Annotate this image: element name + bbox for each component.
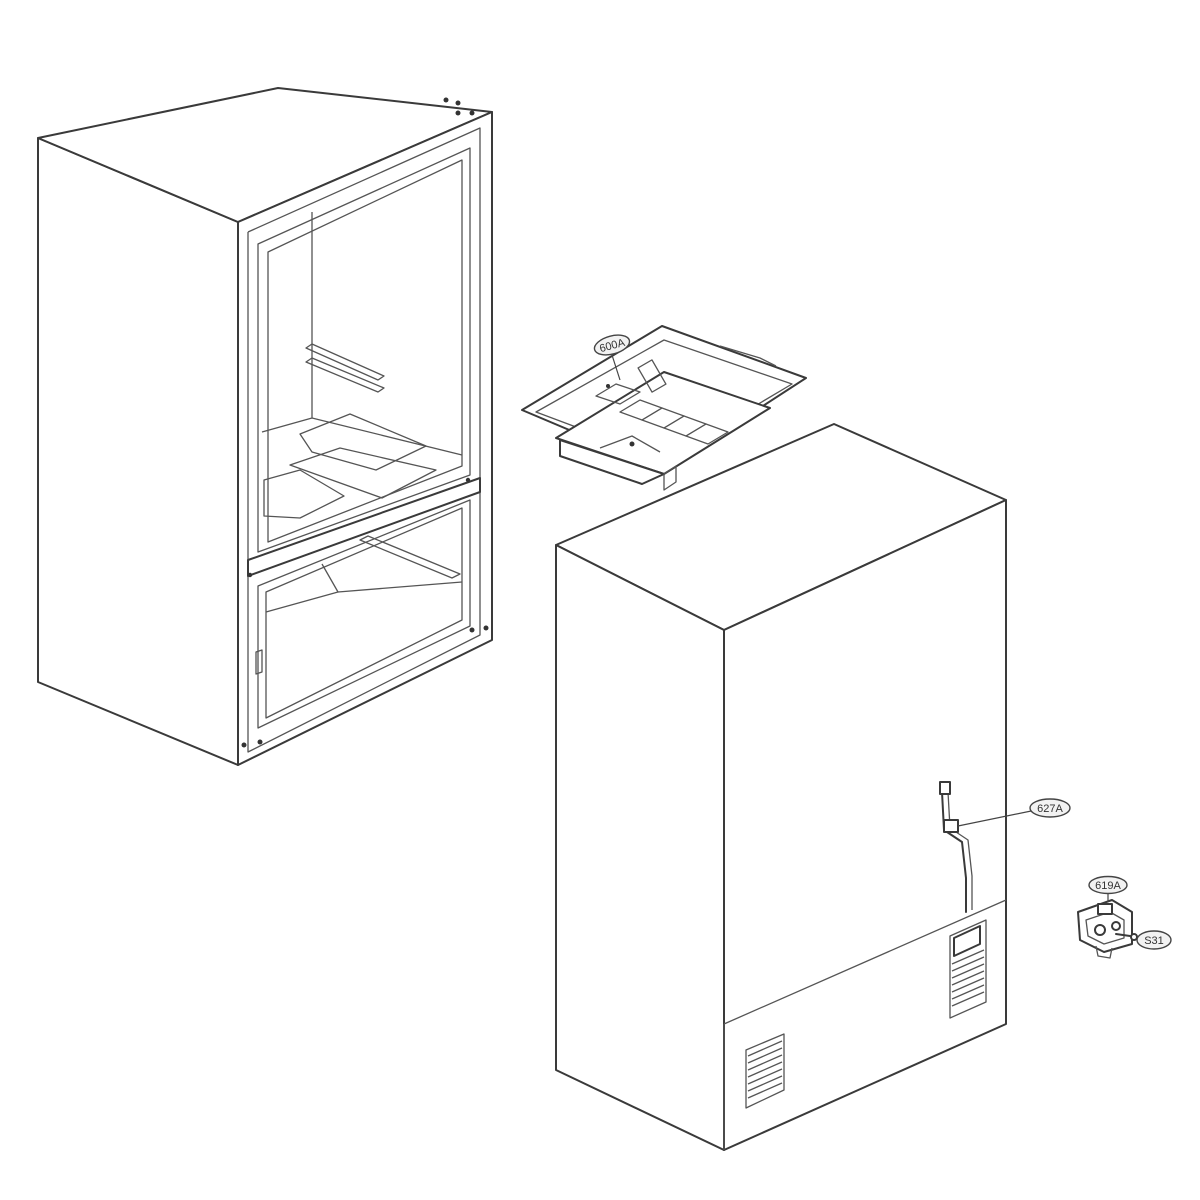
callout-label-627A: 627A <box>1037 803 1063 815</box>
callout-619A: 619A <box>1088 875 1128 902</box>
vent-grille-right <box>949 919 987 1019</box>
screw <box>1115 933 1138 941</box>
callout-label-619A: 619A <box>1095 880 1121 892</box>
refrigerator-cabinet <box>37 87 493 766</box>
water-valve <box>1077 899 1133 959</box>
refrigerator-back <box>555 423 1007 1151</box>
callout-label-S31: S31 <box>1144 935 1164 947</box>
water-tube <box>939 781 973 913</box>
callout-600A: 600A <box>593 334 631 381</box>
callout-S31: S31 <box>1136 930 1172 950</box>
ice-tray-assembly <box>521 325 807 491</box>
callout-627A: 627A <box>957 798 1071 827</box>
vent-grille-left <box>745 1033 785 1109</box>
